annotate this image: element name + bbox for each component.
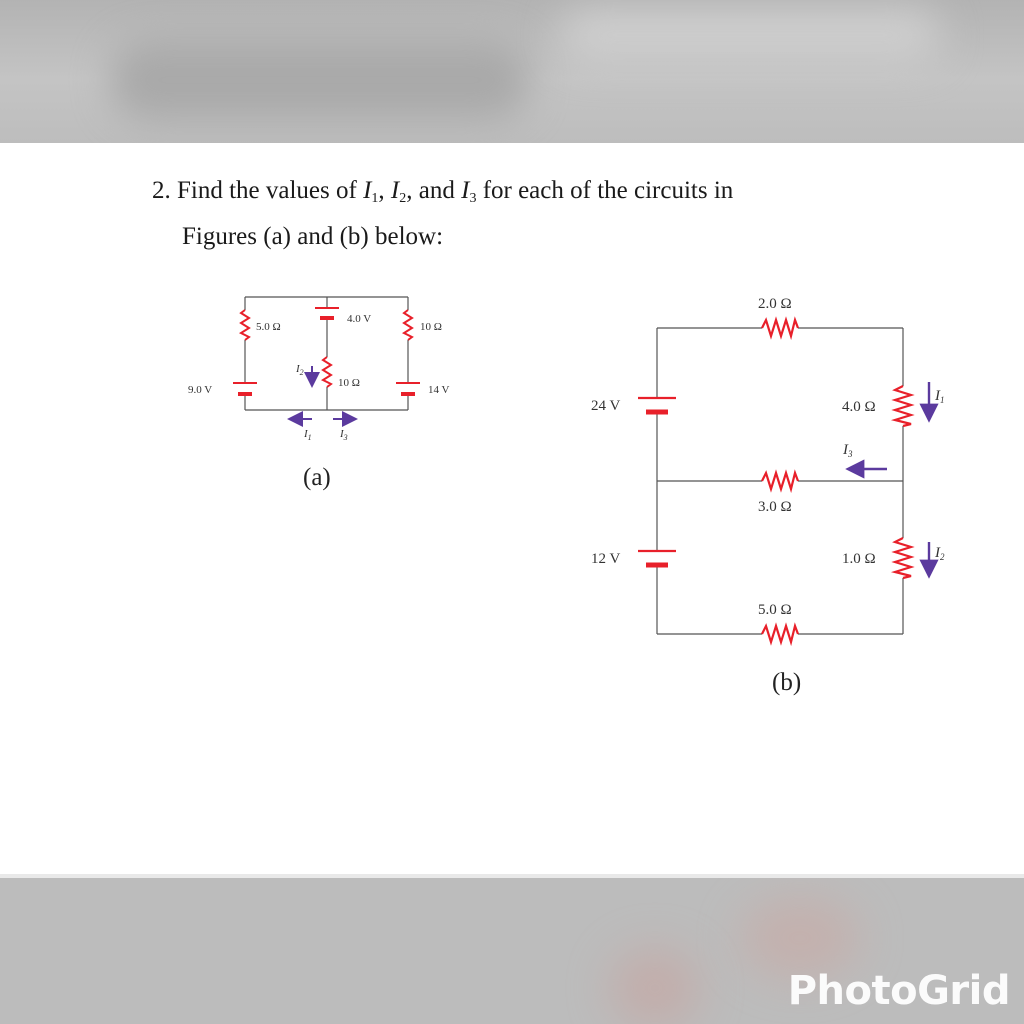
figure-a xyxy=(244,296,409,411)
blurred-background-bottom xyxy=(0,878,1024,1024)
fig-b-label-i1: I1 xyxy=(934,388,945,405)
fig-a-resistor-middle xyxy=(320,356,333,388)
figure-a-arrows xyxy=(287,366,358,427)
fig-b-resistor-top xyxy=(761,316,800,341)
fig-a-label-batt-top: 4.0 V xyxy=(347,313,371,325)
fig-b-label-batt-lower: 12 V xyxy=(591,551,620,567)
fig-a-label-r-right: 10 Ω xyxy=(420,321,442,333)
fig-b-label-batt-upper: 24 V xyxy=(591,398,620,414)
fig-a-label-r-left: 5.0 Ω xyxy=(256,321,281,333)
fig-b-resistor-right-lower xyxy=(890,537,915,580)
fig-b-label-r-bottom: 5.0 Ω xyxy=(758,602,792,618)
fig-b-label-r-right-upper: 4.0 Ω xyxy=(842,399,876,415)
fig-a-label-i3: I3 xyxy=(339,428,348,442)
fig-a-label-i1: I1 xyxy=(303,428,312,442)
problem-number: 2. xyxy=(152,177,171,204)
fig-a-resistor-right xyxy=(401,309,414,341)
fig-a-resistor-left xyxy=(238,309,251,341)
figure-a-components xyxy=(233,307,420,396)
separator-1: , xyxy=(378,177,385,204)
current-i2-var: I xyxy=(390,177,400,204)
current-i1-var: I xyxy=(363,177,372,204)
current-i1-sub: 1 xyxy=(371,191,379,206)
separator-2: , and xyxy=(406,177,455,204)
fig-b-resistor-middle xyxy=(761,469,800,494)
fig-b-resistor-bottom xyxy=(761,622,800,647)
fig-a-label-batt-right: 14 V xyxy=(428,384,450,396)
fig-a-caption: (a) xyxy=(303,464,331,491)
fig-b-label-r-top: 2.0 Ω xyxy=(758,296,792,312)
current-i2-sub: 2 xyxy=(399,191,407,206)
fig-b-resistor-right-upper xyxy=(890,385,915,428)
fig-b-label-i3: I3 xyxy=(842,442,853,459)
photogrid-watermark: PhotoGrid xyxy=(787,968,1011,1014)
page-edge xyxy=(0,874,1024,878)
problem-text-part1: Find the values of xyxy=(177,177,357,204)
problem-statement: 2. Find the values of I1, I2, and I3 for… xyxy=(152,172,912,256)
blurred-background-top xyxy=(0,0,1024,143)
fig-b-caption: (b) xyxy=(772,669,801,696)
problem-text-line2: Figures (a) and (b) below: xyxy=(182,223,444,250)
fig-b-label-r-right-lower: 1.0 Ω xyxy=(842,551,876,567)
document-page xyxy=(0,143,1024,874)
figure-b-arrows xyxy=(845,382,939,579)
fig-a-label-i2: I2 xyxy=(295,363,304,377)
fig-a-label-batt-left: 9.0 V xyxy=(188,384,212,396)
figure-b-components xyxy=(638,316,915,647)
fig-b-label-i2: I2 xyxy=(934,545,945,562)
fig-b-label-r-middle: 3.0 Ω xyxy=(758,499,792,515)
problem-text-part2: for each of the circuits in xyxy=(482,177,734,204)
current-i3-var: I xyxy=(461,177,470,204)
figure-b xyxy=(656,327,904,635)
current-i3-sub: 3 xyxy=(469,191,477,206)
fig-a-label-r-middle: 10 Ω xyxy=(338,377,360,389)
